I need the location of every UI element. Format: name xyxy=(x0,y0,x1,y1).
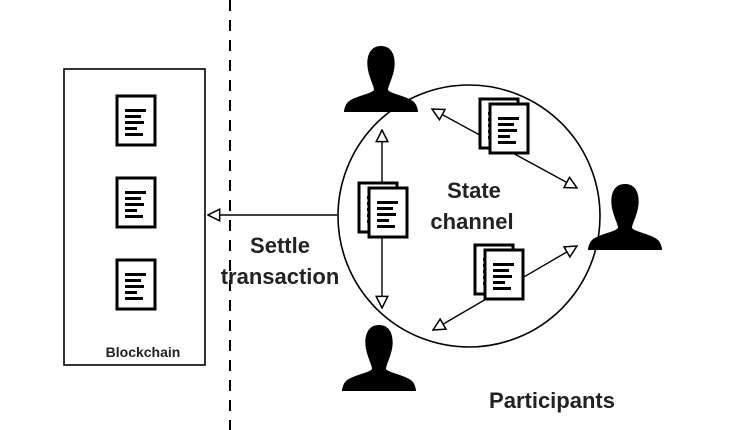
participant-person-icon xyxy=(344,46,418,112)
block-document-icon xyxy=(115,176,157,229)
blockchain-box: Blockchain xyxy=(63,68,206,366)
block-document-icon xyxy=(115,94,157,147)
state-channel-circle xyxy=(337,84,601,348)
channel-label: channel xyxy=(430,209,513,234)
state-label: State xyxy=(447,178,501,203)
state-document-stack-icon xyxy=(480,99,528,153)
state-document-stack-icon xyxy=(475,245,523,299)
participant-person-icon xyxy=(342,325,416,391)
state-document-stack-icon xyxy=(359,183,407,237)
block-document-icon xyxy=(115,258,157,311)
blockchain-label: Blockchain xyxy=(106,344,181,360)
participant-person-icon xyxy=(588,184,662,250)
participants-label: Participants xyxy=(489,388,615,413)
transaction-label: transaction xyxy=(221,264,340,289)
settle-label: Settle xyxy=(250,233,310,258)
